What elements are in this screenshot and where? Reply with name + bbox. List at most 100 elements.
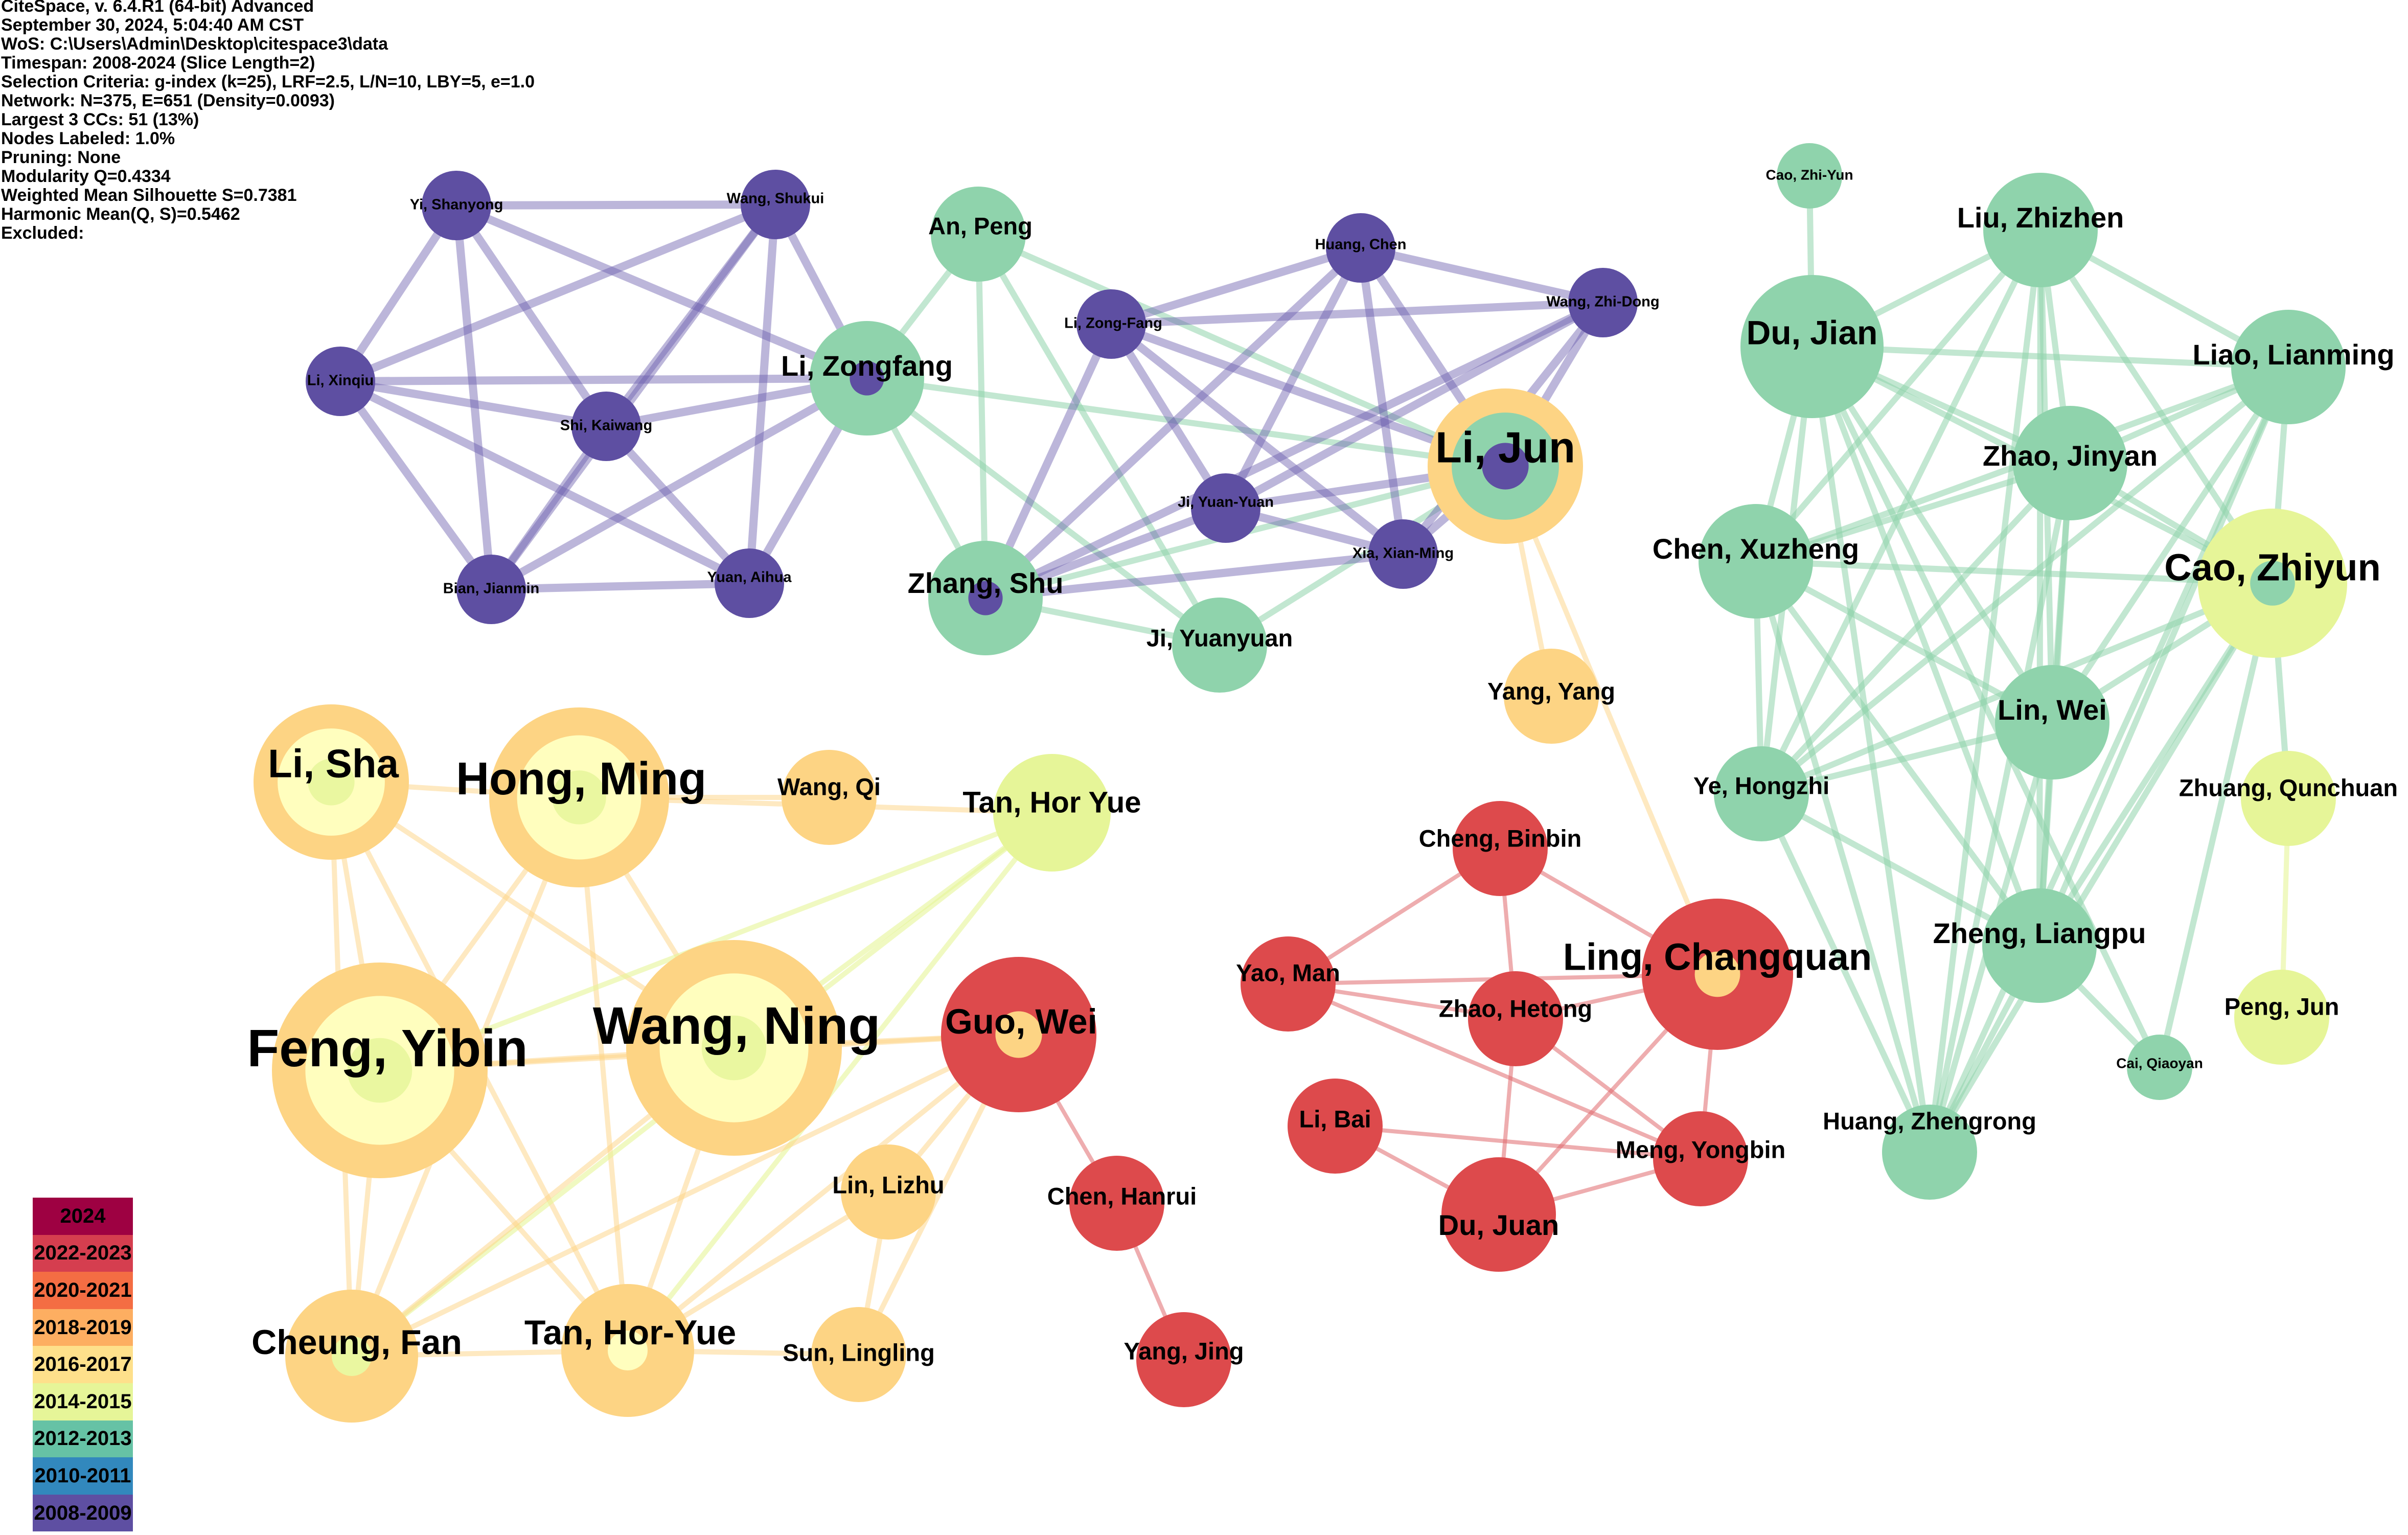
node-cheng-binbin[interactable] — [1453, 801, 1548, 896]
edge-li_xinqiu-li_zongfang — [340, 374, 867, 385]
node-label: Huang, Zhengrong — [1823, 1107, 2036, 1134]
node-li-bai[interactable] — [1288, 1079, 1383, 1174]
node-ring — [308, 759, 355, 806]
node-ji-yuanyuan[interactable] — [1172, 598, 1267, 693]
node-yi-shanyong[interactable] — [422, 171, 491, 240]
edge-li_xinqiu-shi_kaiwang — [339, 377, 607, 430]
edge-an_peng-zhang_shu — [975, 234, 989, 599]
node-label: Li, Zongfang — [781, 350, 953, 382]
edge-wang_zhi_dong-zhang_shu — [983, 299, 1605, 602]
node-du-juan[interactable] — [1441, 1157, 1556, 1272]
node-li-jun[interactable] — [1428, 388, 1583, 544]
edge-liao_lianming-ye_hongzhi — [1759, 364, 2290, 796]
node-wang-zhi-dong[interactable] — [1568, 268, 1638, 337]
node-wang-ning[interactable] — [626, 940, 842, 1156]
node-zheng-liangpu[interactable] — [1982, 888, 2097, 1003]
node-lin-lizhu[interactable] — [841, 1144, 936, 1240]
node-lin-wei[interactable] — [1995, 665, 2109, 780]
legend-item: 2022-2023 — [33, 1234, 133, 1272]
node-label: Chen, Xuzheng — [1653, 533, 1859, 565]
edge-cao_zhiyun-huang_zhengrong — [1927, 581, 2276, 1154]
node-chen-xuzheng[interactable] — [1699, 504, 1813, 618]
node-meng-yongbin[interactable] — [1653, 1111, 1748, 1206]
node-label: Li, Xinqiu — [307, 373, 374, 389]
node-guo-wei[interactable] — [941, 957, 1096, 1112]
edge-li_bai-meng_yongbin — [1335, 1124, 1701, 1161]
edge-huang_chen-ji_yuan_yuan — [1222, 246, 1365, 510]
edge-huang_chen-xia_xian_ming — [1357, 247, 1407, 555]
node-li-xinqiu[interactable] — [306, 347, 375, 416]
node-ring — [1983, 173, 2098, 287]
node-hong-ming[interactable] — [489, 707, 669, 887]
node-bian-jianmin[interactable] — [456, 555, 526, 624]
node-cheung-fan[interactable] — [285, 1290, 418, 1423]
node-wang-qi[interactable] — [782, 750, 877, 845]
edge-li_zong_fang-wang_zhi_dong — [1111, 299, 1603, 328]
legend-item: 2024 — [33, 1198, 133, 1235]
node-ring — [1995, 665, 2109, 780]
edge-li_zong_fang-ji_yuan_yuan — [1108, 322, 1229, 511]
node-label: Zhao, Hetong — [1439, 995, 1592, 1022]
node-yang-yang[interactable] — [1504, 649, 1599, 744]
node-label: Shi, Kaiwang — [560, 418, 652, 434]
node-huang-chen[interactable] — [1326, 213, 1395, 283]
node-yang-jing[interactable] — [1136, 1312, 1231, 1407]
legend-item: 2016-2017 — [33, 1346, 133, 1383]
node-liao-lianming[interactable] — [2231, 310, 2346, 424]
node-label: Wang, Shukui — [727, 191, 824, 207]
node-label: Lin, Wei — [1998, 694, 2107, 726]
node-du-jian[interactable] — [1740, 275, 1884, 418]
node-tan-hor-yue-2[interactable] — [561, 1284, 694, 1417]
edge-yi_shanyong-li_zongfang — [454, 201, 869, 382]
node-zhao-jinyan[interactable] — [2013, 406, 2127, 520]
edge-yi_shanyong-wang_shukui — [456, 200, 776, 210]
node-ye-hongzhi[interactable] — [1714, 746, 1809, 841]
node-cai-qiaoyan[interactable] — [2127, 1035, 2192, 1100]
node-ling-changquan[interactable] — [1642, 899, 1793, 1050]
edge-liao_lianming-lin_wei — [2050, 365, 2291, 724]
node-ji-yuan-yuan[interactable] — [1191, 473, 1260, 543]
node-zhao-hetong[interactable] — [1468, 971, 1563, 1066]
node-xia-xian-ming[interactable] — [1368, 519, 1438, 589]
node-an-peng[interactable] — [931, 187, 1026, 282]
node-label: Hong, Ming — [456, 753, 706, 805]
node-zhang-shu[interactable] — [928, 541, 1043, 655]
node-li-zongfang[interactable] — [810, 321, 924, 436]
edge-shi_kaiwang-yuan_aihua — [603, 423, 752, 586]
node-peng-jun[interactable] — [2234, 970, 2329, 1065]
node-label: Peng, Jun — [2224, 993, 2340, 1020]
node-sun-lingling[interactable] — [811, 1307, 906, 1402]
node-cao-zhi-yun[interactable] — [1777, 143, 1842, 209]
node-yao-man[interactable] — [1241, 936, 1336, 1032]
edge-yi_shanyong-bian_jianmin — [452, 205, 495, 590]
node-ring — [968, 581, 1003, 615]
node-zhuang-qunchuan[interactable] — [2241, 751, 2336, 846]
node-ring — [1441, 1157, 1556, 1272]
node-label: Du, Juan — [1438, 1209, 1559, 1241]
node-tan-hor-yue[interactable] — [993, 754, 1111, 872]
edge-liu_zhizhen-zheng_liangpu — [2036, 230, 2044, 946]
node-ring — [1982, 888, 2097, 1003]
node-ring — [1482, 443, 1529, 490]
node-shi-kaiwang[interactable] — [571, 392, 641, 461]
node-li-zong-fang[interactable] — [1076, 289, 1146, 359]
node-chen-hanrui[interactable] — [1069, 1156, 1164, 1251]
node-yuan-aihua[interactable] — [715, 548, 784, 618]
info-line: Selection Criteria: g-index (k=25), LRF=… — [1, 72, 535, 91]
edge-wang_shukui-yuan_aihua — [745, 204, 779, 584]
node-wang-shukui[interactable] — [741, 170, 810, 239]
edge-li_xinqiu-yuan_aihua — [338, 377, 751, 587]
node-feng-yibin[interactable] — [272, 963, 488, 1178]
node-label: An, Peng — [928, 212, 1033, 239]
edge-wang_shukui-bian_jianmin — [488, 202, 779, 592]
node-ring — [1453, 801, 1548, 896]
edge-zhang_shu-xia_xian_ming — [985, 550, 1404, 602]
node-li-sha[interactable] — [254, 704, 409, 860]
node-huang-zhengrong[interactable] — [1882, 1105, 1977, 1200]
node-ring — [1288, 1079, 1383, 1174]
node-cao-zhiyun[interactable] — [2198, 509, 2347, 658]
node-label: Zhao, Jinyan — [1983, 440, 2158, 472]
node-liu-zhizhen[interactable] — [1983, 173, 2098, 287]
